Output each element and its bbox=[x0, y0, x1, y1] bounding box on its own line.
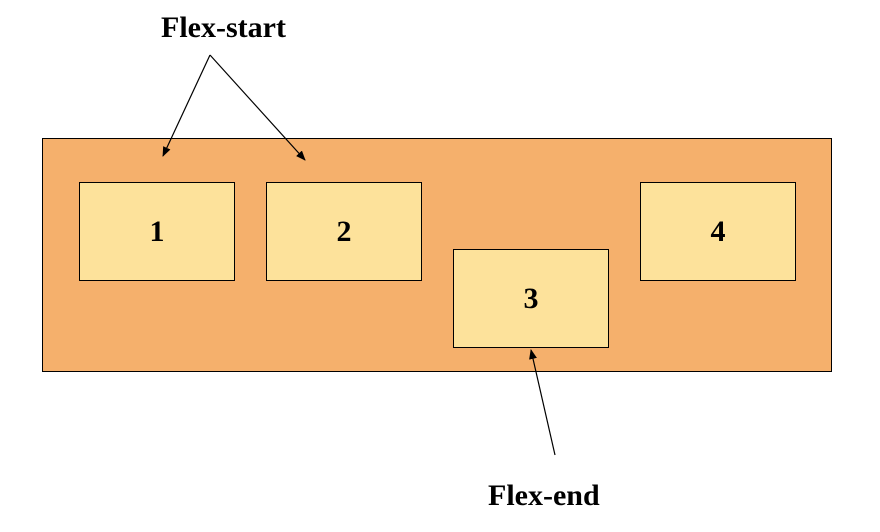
flex-end-label: Flex-end bbox=[488, 479, 600, 512]
flex-item-4: 4 bbox=[640, 182, 796, 281]
flex-item-2: 2 bbox=[266, 182, 422, 281]
flex-start-label: Flex-start bbox=[161, 11, 286, 44]
flex-item-3: 3 bbox=[453, 249, 609, 348]
flex-item-1: 1 bbox=[79, 182, 235, 281]
